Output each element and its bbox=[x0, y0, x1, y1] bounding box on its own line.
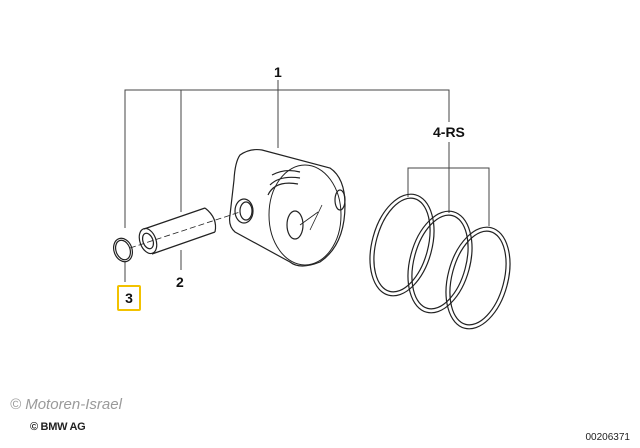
piston-part[interactable] bbox=[228, 148, 346, 267]
leader-lines bbox=[124, 80, 490, 282]
piston-pin-part[interactable] bbox=[129, 207, 241, 256]
callout-2[interactable]: 2 bbox=[176, 274, 184, 290]
circlip-part[interactable] bbox=[110, 236, 135, 265]
callout-3-highlighted[interactable]: 3 bbox=[117, 285, 141, 311]
piston-rings-part[interactable] bbox=[360, 187, 521, 336]
watermark: © Motoren-Israel bbox=[10, 396, 122, 413]
callout-4-rs[interactable]: 4-RS bbox=[433, 124, 465, 140]
copyright: © BMW AG bbox=[30, 421, 86, 433]
diagram-id: 00206371 bbox=[585, 432, 631, 443]
callout-1[interactable]: 1 bbox=[274, 64, 282, 80]
